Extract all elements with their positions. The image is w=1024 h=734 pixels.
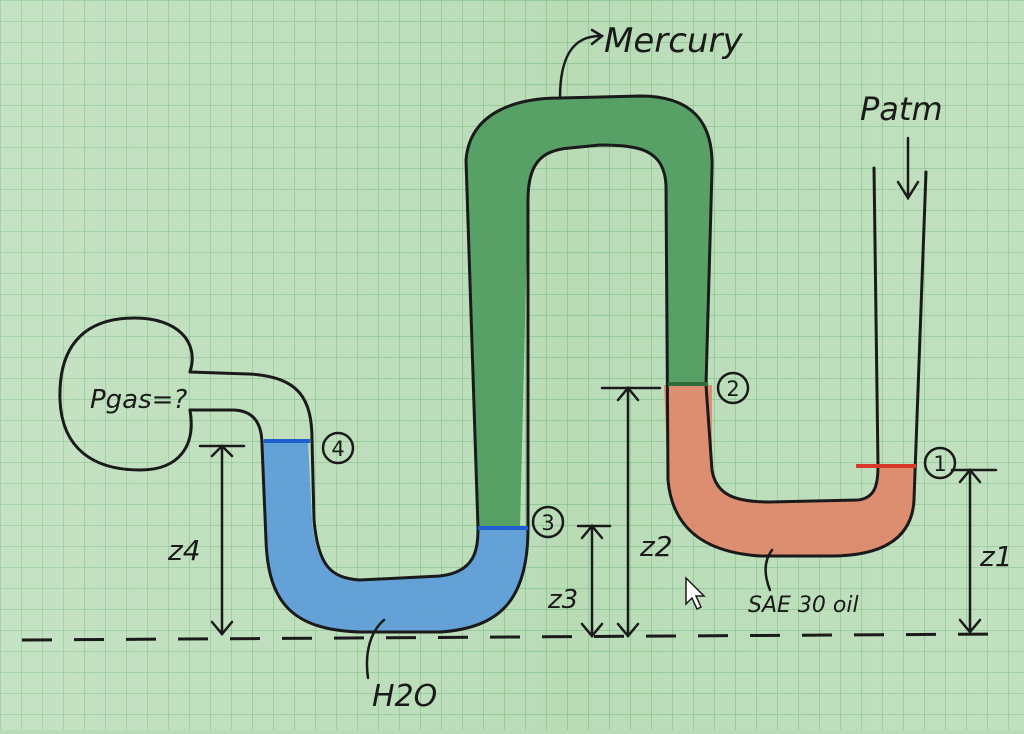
label-h2o: H2O bbox=[372, 679, 437, 714]
tube-outer-left bbox=[188, 94, 880, 582]
datum-line bbox=[21, 632, 1001, 642]
label-sae-oil: SAE 30 oil bbox=[748, 593, 859, 618]
label-patm: Patm bbox=[860, 90, 943, 128]
label-z2: z2 bbox=[639, 530, 673, 563]
point-2-circle bbox=[716, 371, 750, 405]
label-z4: z4 bbox=[167, 534, 201, 567]
mouse-cursor-icon bbox=[685, 576, 706, 611]
label-pgas: Pgas=? bbox=[90, 385, 187, 415]
point-3-label: 3 bbox=[541, 511, 554, 535]
point-3-circle bbox=[531, 505, 565, 539]
gas-tank bbox=[58, 316, 194, 472]
oil-fill bbox=[664, 385, 914, 556]
point-4-label: 4 bbox=[331, 437, 344, 461]
point-1-circle bbox=[923, 446, 957, 480]
label-z3: z3 bbox=[547, 585, 578, 615]
tube-inner bbox=[188, 143, 928, 634]
water-fill bbox=[262, 440, 528, 632]
point-1-label: 1 bbox=[933, 452, 946, 476]
point-4-circle bbox=[321, 431, 355, 465]
point-markers bbox=[321, 371, 957, 539]
label-z1: z1 bbox=[979, 540, 1013, 573]
dimension-arrows bbox=[198, 28, 998, 680]
label-mercury: Mercury bbox=[604, 21, 743, 61]
point-2-label: 2 bbox=[726, 377, 739, 401]
tube-outline bbox=[58, 94, 928, 634]
